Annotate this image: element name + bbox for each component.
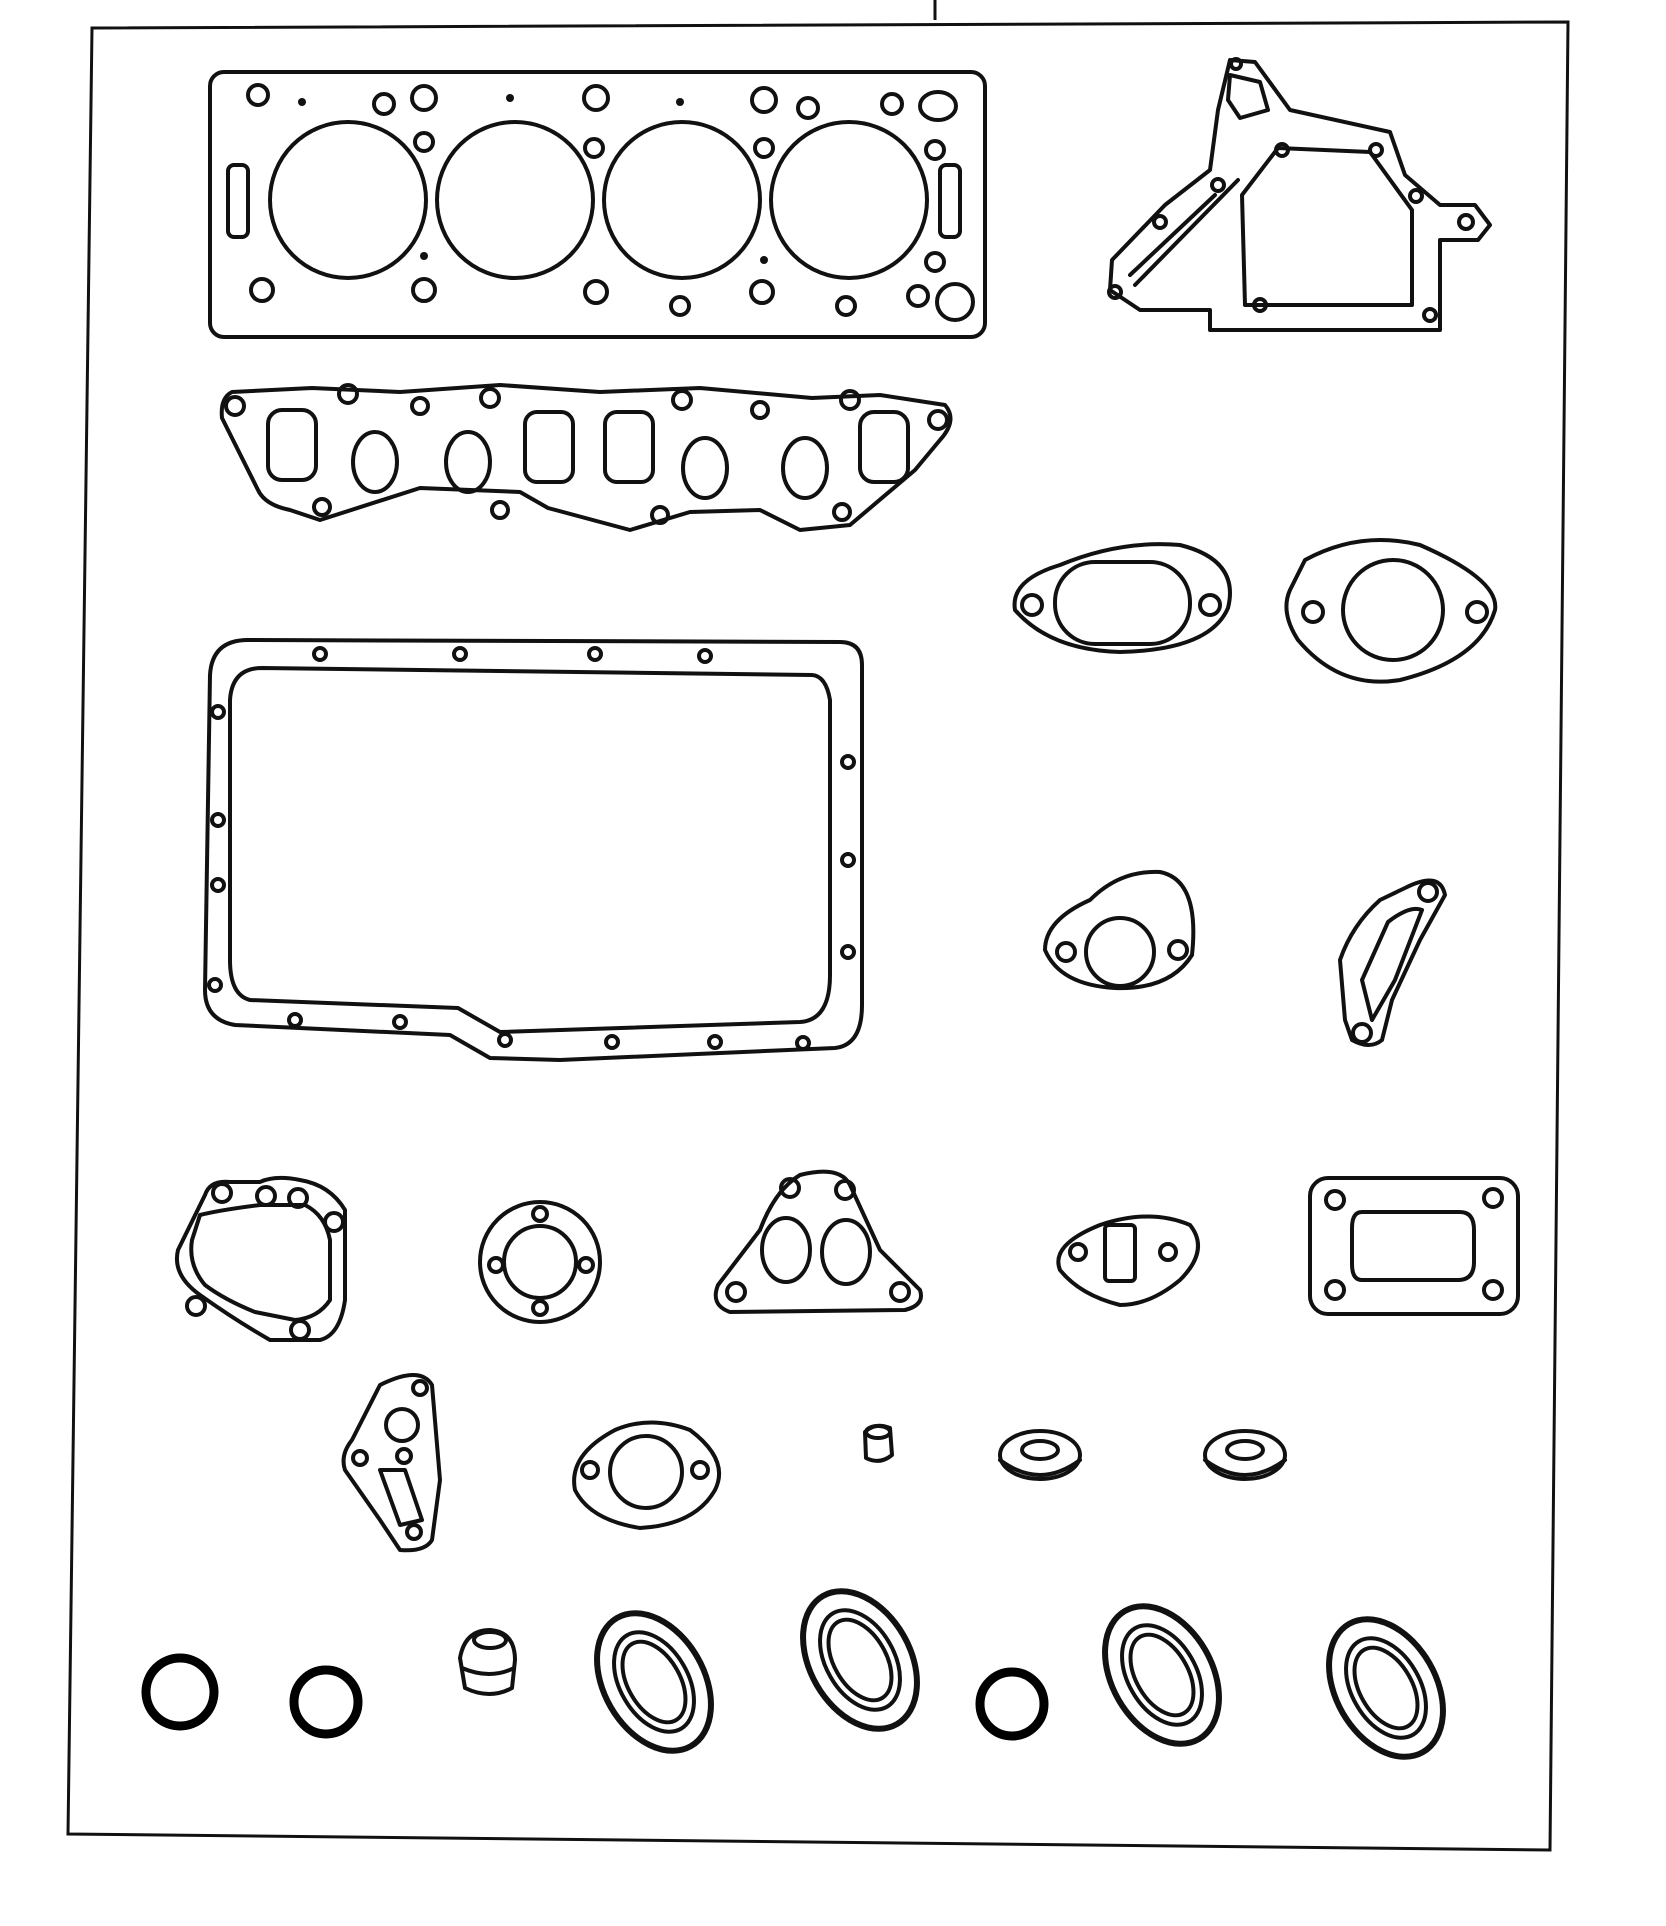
two-bolt-gasket-lower xyxy=(572,1420,721,1530)
oil-pan-gasket xyxy=(203,638,864,1062)
sheet-frame xyxy=(66,0,1570,1852)
two-bolt-round-flange-gasket xyxy=(1284,538,1498,684)
triangular-plate-gasket xyxy=(341,1373,442,1553)
small-two-bolt-gasket xyxy=(1043,869,1196,991)
water-pump-gasket xyxy=(175,1175,347,1342)
manifold-gasket xyxy=(219,383,953,532)
valve-stem-seal xyxy=(863,1423,894,1463)
o-rings xyxy=(141,1653,1049,1741)
thermostat-housing-gasket xyxy=(713,1169,923,1314)
grommet-seals xyxy=(998,1429,1287,1481)
bracket-gasket xyxy=(1338,878,1447,1047)
small-rubber-seal xyxy=(458,1628,517,1696)
fuel-pump-gasket xyxy=(1056,1214,1200,1307)
timing-cover-gasket xyxy=(1107,57,1492,332)
cylinder-head-gasket xyxy=(208,70,987,339)
two-bolt-oval-flange-gasket xyxy=(1012,542,1232,654)
three-hole-ring-gasket xyxy=(478,1200,602,1324)
square-flange-gasket xyxy=(1308,1176,1520,1316)
